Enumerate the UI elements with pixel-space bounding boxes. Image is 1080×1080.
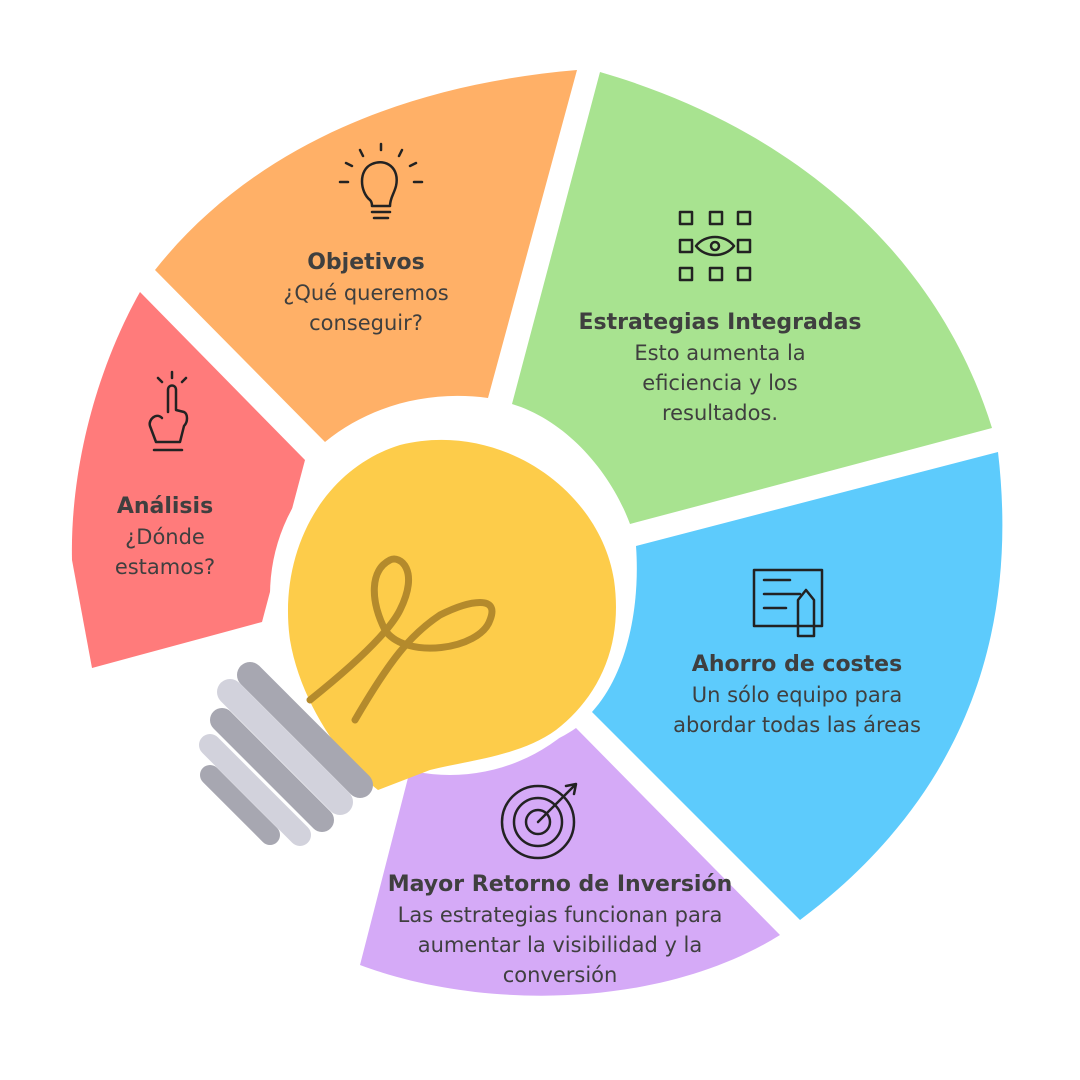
label-retorno: Mayor Retorno de Inversión Las estrategi… [380,870,740,990]
segment-desc: resultados. [661,401,779,425]
label-objetivos: Objetivos ¿Qué queremos conseguir? [246,248,486,338]
segment-desc: eficiencia y los [642,371,798,395]
segment-desc: conversión [502,963,618,987]
segment-estrategias [512,72,992,524]
label-ahorro: Ahorro de costes Un sólo equipo para abo… [652,650,942,740]
lightbulb-icon [199,415,630,846]
segment-title: Objetivos [307,250,425,275]
segment-desc: ¿Dónde [125,525,205,549]
blueprint-pencil-icon [752,568,824,638]
segment-title: Estrategias Integradas [578,310,862,335]
segment-desc: aumentar la visibilidad y la [417,933,703,957]
segment-desc: ¿Qué queremos [283,281,449,305]
segment-desc: conseguir? [309,311,423,335]
label-estrategias: Estrategias Integradas Esto aumenta la e… [575,308,865,428]
bulb-base [199,662,373,846]
bulb-filament [306,555,496,724]
segment-desc: Un sólo equipo para [691,683,903,707]
segment-desc: Las estrategias funcionan para [397,903,723,927]
pointing-finger-icon [148,370,189,452]
segment-desc: Esto aumenta la [634,341,806,365]
lightbulb-idea-icon [338,142,424,220]
network-eye-icon [678,210,752,282]
label-analisis: Análisis ¿Dónde estamos? [70,492,260,582]
segment-analisis [71,292,305,668]
segment-objetivos [155,70,577,442]
segment-title: Ahorro de costes [691,652,903,677]
segment-title: Análisis [116,494,214,519]
segment-desc: abordar todas las áreas [673,713,921,737]
segment-desc: estamos? [114,555,216,579]
watermark [80,854,93,900]
segment-ahorro [592,452,1003,920]
target-arrow-icon [500,782,578,860]
segment-retorno [360,728,780,996]
segment-title: Mayor Retorno de Inversión [387,872,733,897]
